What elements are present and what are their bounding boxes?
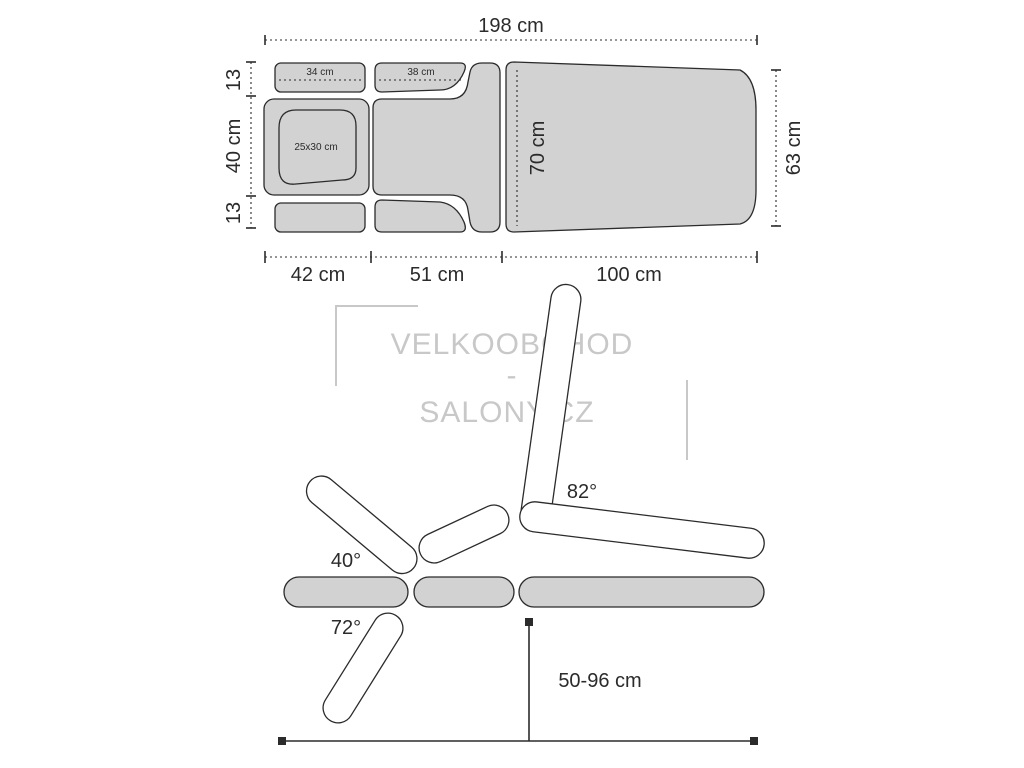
watermark-line1: VELKOOBCHOD xyxy=(391,328,634,361)
left-width-dimensions: 13 40 cm 13 xyxy=(223,61,256,229)
back-angle-label: 82° xyxy=(567,481,597,503)
segment-dimensions: 42 cm 51 cm 100 cm xyxy=(264,251,758,286)
back-length-label: 70 cm xyxy=(527,121,549,175)
watermark: VELKOOBCHOD - SALONY.CZ xyxy=(335,305,688,460)
side-top-label: 13 xyxy=(223,69,245,91)
total-length-label: 198 cm xyxy=(478,15,544,37)
head-armrest-bottom xyxy=(274,202,366,233)
seat-cushion xyxy=(372,62,501,233)
head-armrest-label: 34 cm xyxy=(306,67,333,78)
seat-armrest-bottom xyxy=(374,199,466,233)
seat-armrest-top xyxy=(374,62,466,93)
watermark-line3: SALONY.CZ xyxy=(419,396,594,429)
head-down-angle-label: 72° xyxy=(331,617,361,639)
back-segment-label: 100 cm xyxy=(596,264,662,286)
flat-back-section xyxy=(518,576,765,608)
back-cushion xyxy=(505,61,757,233)
head-section-lowered xyxy=(322,612,404,724)
flat-seat-section xyxy=(413,576,515,608)
back-section-tilted xyxy=(519,501,765,559)
total-width-dimension: 63 cm xyxy=(771,69,805,227)
head-segment-label: 42 cm xyxy=(291,264,345,286)
face-hole-label: 25x30 cm xyxy=(294,142,337,153)
head-up-angle-label: 40° xyxy=(331,550,361,572)
flat-head-section xyxy=(283,576,409,608)
middle-width-label: 40 cm xyxy=(223,119,245,173)
side-bottom-label: 13 xyxy=(223,202,245,224)
seat-armrest-label: 38 cm xyxy=(407,67,434,78)
total-width-label: 63 cm xyxy=(783,121,805,175)
total-length-dimension: 198 cm xyxy=(264,15,758,45)
head-armrest-top xyxy=(274,62,366,93)
height-dimension: 50-96 cm xyxy=(278,618,758,745)
seat-segment-label: 51 cm xyxy=(410,264,464,286)
seat-section-raised xyxy=(418,504,510,564)
face-hole xyxy=(278,109,357,185)
head-section-raised xyxy=(305,475,418,575)
height-range-label: 50-96 cm xyxy=(558,670,641,692)
watermark-line2: - xyxy=(507,359,518,392)
